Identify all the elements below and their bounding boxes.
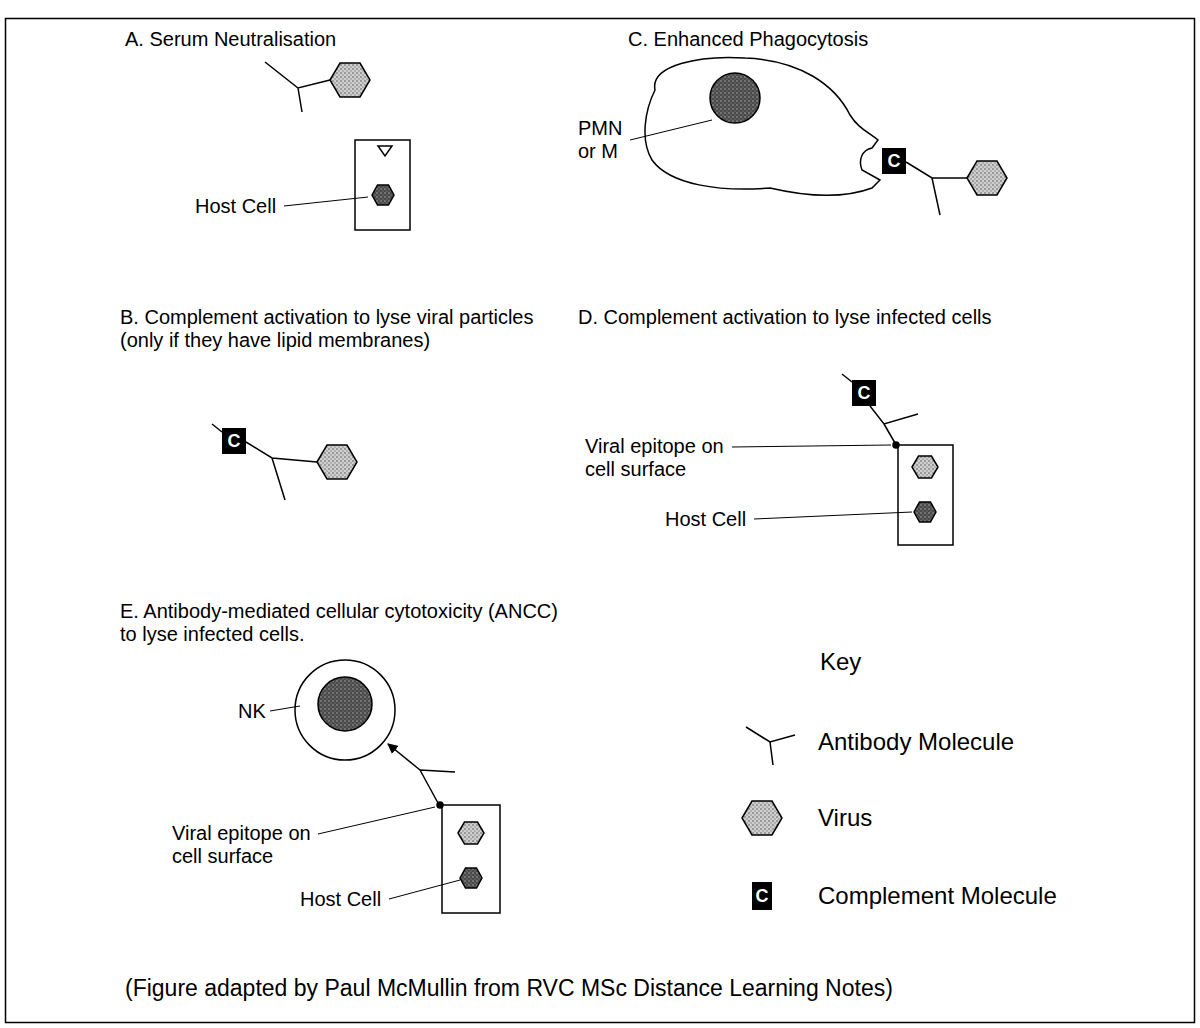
leader-line — [389, 880, 460, 899]
complement-letter: C — [228, 432, 241, 450]
host-cell — [898, 445, 953, 545]
label-text: Host Cell — [300, 888, 381, 910]
leader-line — [630, 120, 712, 140]
antibody-molecule — [388, 744, 420, 770]
phagocyte-nucleus — [710, 73, 760, 123]
host-cell — [355, 140, 410, 230]
panel-d — [732, 374, 953, 545]
complement-molecule: C — [852, 380, 876, 406]
cell-label: PMN or M — [578, 117, 630, 163]
panel-e — [270, 660, 500, 913]
antibody-molecule — [246, 442, 317, 500]
cell-label: Host Cell — [665, 508, 746, 531]
label-text: E. Antibody-mediated cellular cytotoxici… — [120, 600, 558, 645]
legend-entry: Virus — [818, 804, 872, 832]
key-heading: Key — [820, 648, 861, 676]
host-cell — [442, 805, 500, 913]
panel-c — [630, 57, 1007, 215]
viral-epitope — [893, 442, 899, 448]
panel-b — [212, 424, 357, 500]
label-text: D. Complement activation to lyse infecte… — [578, 306, 992, 328]
antibody-molecule — [870, 406, 918, 443]
legend-text: Antibody Molecule — [818, 728, 1014, 756]
cell-nucleus — [460, 868, 482, 888]
panel-title: B. Complement activation to lyse viral p… — [120, 306, 555, 352]
legend-text: Complement Molecule — [818, 882, 1057, 910]
nk-nucleus — [318, 677, 372, 731]
leader-line — [284, 197, 368, 206]
panel-a — [265, 62, 410, 230]
leader-line — [754, 512, 912, 519]
label-text: Key — [820, 648, 861, 675]
cell-label: Host Cell — [300, 888, 381, 911]
panel-title: A. Serum Neutralisation — [125, 28, 336, 51]
epitope-label: Viral epitope on cell surface — [585, 435, 731, 481]
antibody-molecule — [842, 374, 852, 382]
virus-particle — [458, 822, 484, 844]
legend-entry: Complement Molecule — [818, 882, 1057, 910]
virus-sample — [742, 801, 782, 835]
antibody-molecule — [265, 62, 330, 112]
label-text: A. Serum Neutralisation — [125, 28, 336, 50]
figure-frame — [6, 19, 1195, 1023]
antibody-molecule — [420, 770, 455, 803]
virus-particle — [967, 161, 1007, 195]
label-text: C. Enhanced Phagocytosis — [628, 28, 868, 50]
leader-line — [318, 807, 435, 834]
label-text: Viral epitope on cell surface — [172, 822, 311, 867]
viral-epitope — [437, 802, 443, 808]
antibody-molecule — [906, 162, 967, 215]
cell-label: NK — [238, 700, 266, 723]
complement-letter: C — [858, 384, 871, 402]
complement-molecule: C — [882, 148, 906, 174]
virus-particle — [317, 445, 357, 479]
label-text: PMN or M — [578, 117, 622, 162]
label-text: Host Cell — [665, 508, 746, 530]
legend-text: Virus — [818, 804, 872, 832]
antibody-sample — [746, 727, 795, 765]
key-samples — [742, 727, 795, 835]
complement-letter: C — [756, 887, 769, 905]
complement-letter: C — [888, 152, 901, 170]
panel-title: C. Enhanced Phagocytosis — [628, 28, 868, 51]
panel-title: D. Complement activation to lyse infecte… — [578, 306, 992, 329]
label-text: B. Complement activation to lyse viral p… — [120, 306, 534, 351]
complement-molecule: C — [752, 882, 772, 910]
cell-nucleus — [372, 185, 394, 205]
virus-particle — [330, 63, 370, 97]
cell-receptor — [378, 146, 392, 156]
cell-label: Host Cell — [195, 195, 276, 218]
epitope-label: Viral epitope on cell surface — [172, 822, 318, 868]
cell-nucleus — [914, 502, 936, 522]
virus-particle — [912, 456, 938, 478]
leader-line — [270, 706, 300, 711]
panel-title: E. Antibody-mediated cellular cytotoxici… — [120, 600, 570, 646]
caption-text: (Figure adapted by Paul McMullin from RV… — [125, 975, 893, 1001]
phagocyte-outline — [645, 57, 880, 195]
label-text: Viral epitope on cell surface — [585, 435, 724, 480]
label-text: Host Cell — [195, 195, 276, 217]
legend-entry: Antibody Molecule — [818, 728, 1014, 756]
antibody-molecule — [212, 424, 222, 432]
leader-line — [732, 445, 891, 447]
label-text: NK — [238, 700, 266, 722]
nk-cell — [295, 660, 395, 760]
figure-caption: (Figure adapted by Paul McMullin from RV… — [125, 975, 893, 1002]
complement-molecule: C — [222, 428, 246, 454]
